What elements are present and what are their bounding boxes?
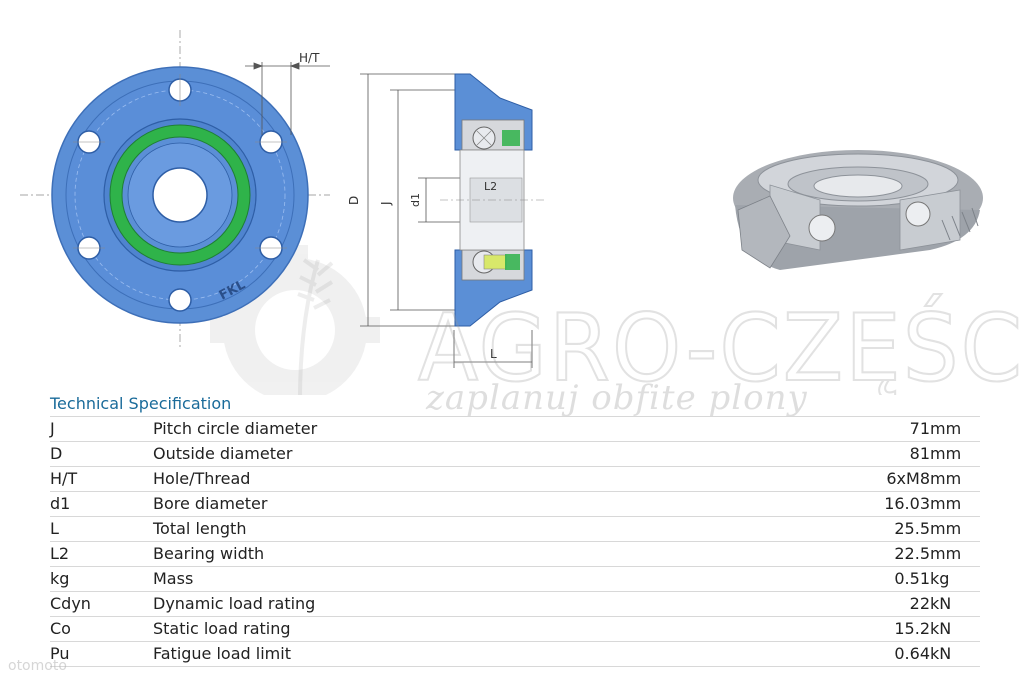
- front-view-flange: FKL: [20, 30, 330, 350]
- row-name: Pitch circle diameter: [153, 416, 713, 442]
- row-symbol: Pu: [50, 641, 153, 667]
- row-unit: kg: [930, 566, 980, 592]
- row-value: 16.03: [713, 491, 930, 517]
- row-name: Static load rating: [153, 616, 713, 642]
- row-unit: kN: [930, 641, 980, 667]
- row-name: Bore diameter: [153, 491, 713, 517]
- table-row: d1 Bore diameter 16.03 mm: [50, 491, 980, 517]
- row-value: 81: [713, 441, 930, 467]
- section-title: Technical Specification: [50, 394, 232, 413]
- table-row: L2 Bearing width 22.5 mm: [50, 541, 980, 567]
- table-row: Pu Fatigue load limit 0.64 kN: [50, 641, 980, 667]
- row-value: 6xM8: [713, 466, 930, 492]
- ht-dimension: [245, 62, 330, 135]
- row-name: Hole/Thread: [153, 466, 713, 492]
- row-symbol: Cdyn: [50, 591, 153, 617]
- row-value: 25.5: [713, 516, 930, 542]
- table-row: kg Mass 0.51 kg: [50, 566, 980, 592]
- row-name: Mass: [153, 566, 713, 592]
- row-value: 22.5: [713, 541, 930, 567]
- row-symbol: H/T: [50, 466, 153, 492]
- row-value: 71: [713, 416, 930, 442]
- table-row: D Outside diameter 81 mm: [50, 441, 980, 467]
- row-unit: mm: [930, 416, 980, 442]
- row-name: Dynamic load rating: [153, 591, 713, 617]
- label-d1: d1: [409, 193, 422, 207]
- label-l: L: [490, 347, 497, 361]
- row-symbol: L: [50, 516, 153, 542]
- row-name: Bearing width: [153, 541, 713, 567]
- table-row: H/T Hole/Thread 6xM8 mm: [50, 466, 980, 492]
- row-symbol: d1: [50, 491, 153, 517]
- watermark-slogan: zaplanuj obfite plony: [426, 378, 808, 418]
- table-row: Co Static load rating 15.2 kN: [50, 616, 980, 642]
- watermark-brand: AGRO-CZĘŚCI: [418, 293, 1024, 395]
- row-symbol: Co: [50, 616, 153, 642]
- row-name: Fatigue load limit: [153, 641, 713, 667]
- row-unit: mm: [930, 466, 980, 492]
- technical-drawing: FKL H/T: [20, 30, 1024, 395]
- row-name: Outside diameter: [153, 441, 713, 467]
- label-j: J: [379, 201, 393, 206]
- row-unit: mm: [930, 491, 980, 517]
- table-row: J Pitch circle diameter 71 mm: [50, 416, 980, 442]
- row-value: 0.51: [713, 566, 930, 592]
- table-row: L Total length 25.5 mm: [50, 516, 980, 542]
- row-name: Total length: [153, 516, 713, 542]
- section-view: [360, 73, 545, 368]
- row-unit: mm: [930, 441, 980, 467]
- label-ht: H/T: [299, 51, 320, 65]
- row-value: 0.64: [713, 641, 930, 667]
- row-unit: kN: [930, 616, 980, 642]
- row-value: 22: [713, 591, 930, 617]
- row-value: 15.2: [713, 616, 930, 642]
- label-d: D: [347, 196, 361, 205]
- bearing-3d-render: [733, 150, 983, 270]
- row-symbol: kg: [50, 566, 153, 592]
- row-unit: kN: [930, 591, 980, 617]
- row-symbol: J: [50, 416, 153, 442]
- row-symbol: L2: [50, 541, 153, 567]
- label-l2: L2: [484, 180, 497, 193]
- row-symbol: D: [50, 441, 153, 467]
- table-row: Cdyn Dynamic load rating 22 kN: [50, 591, 980, 617]
- otomoto-watermark: otomoto: [8, 658, 67, 674]
- row-unit: mm: [930, 541, 980, 567]
- row-unit: mm: [930, 516, 980, 542]
- watermark-wheat-icon: [297, 258, 334, 395]
- spec-table: J Pitch circle diameter 71 mm D Outside …: [50, 416, 980, 667]
